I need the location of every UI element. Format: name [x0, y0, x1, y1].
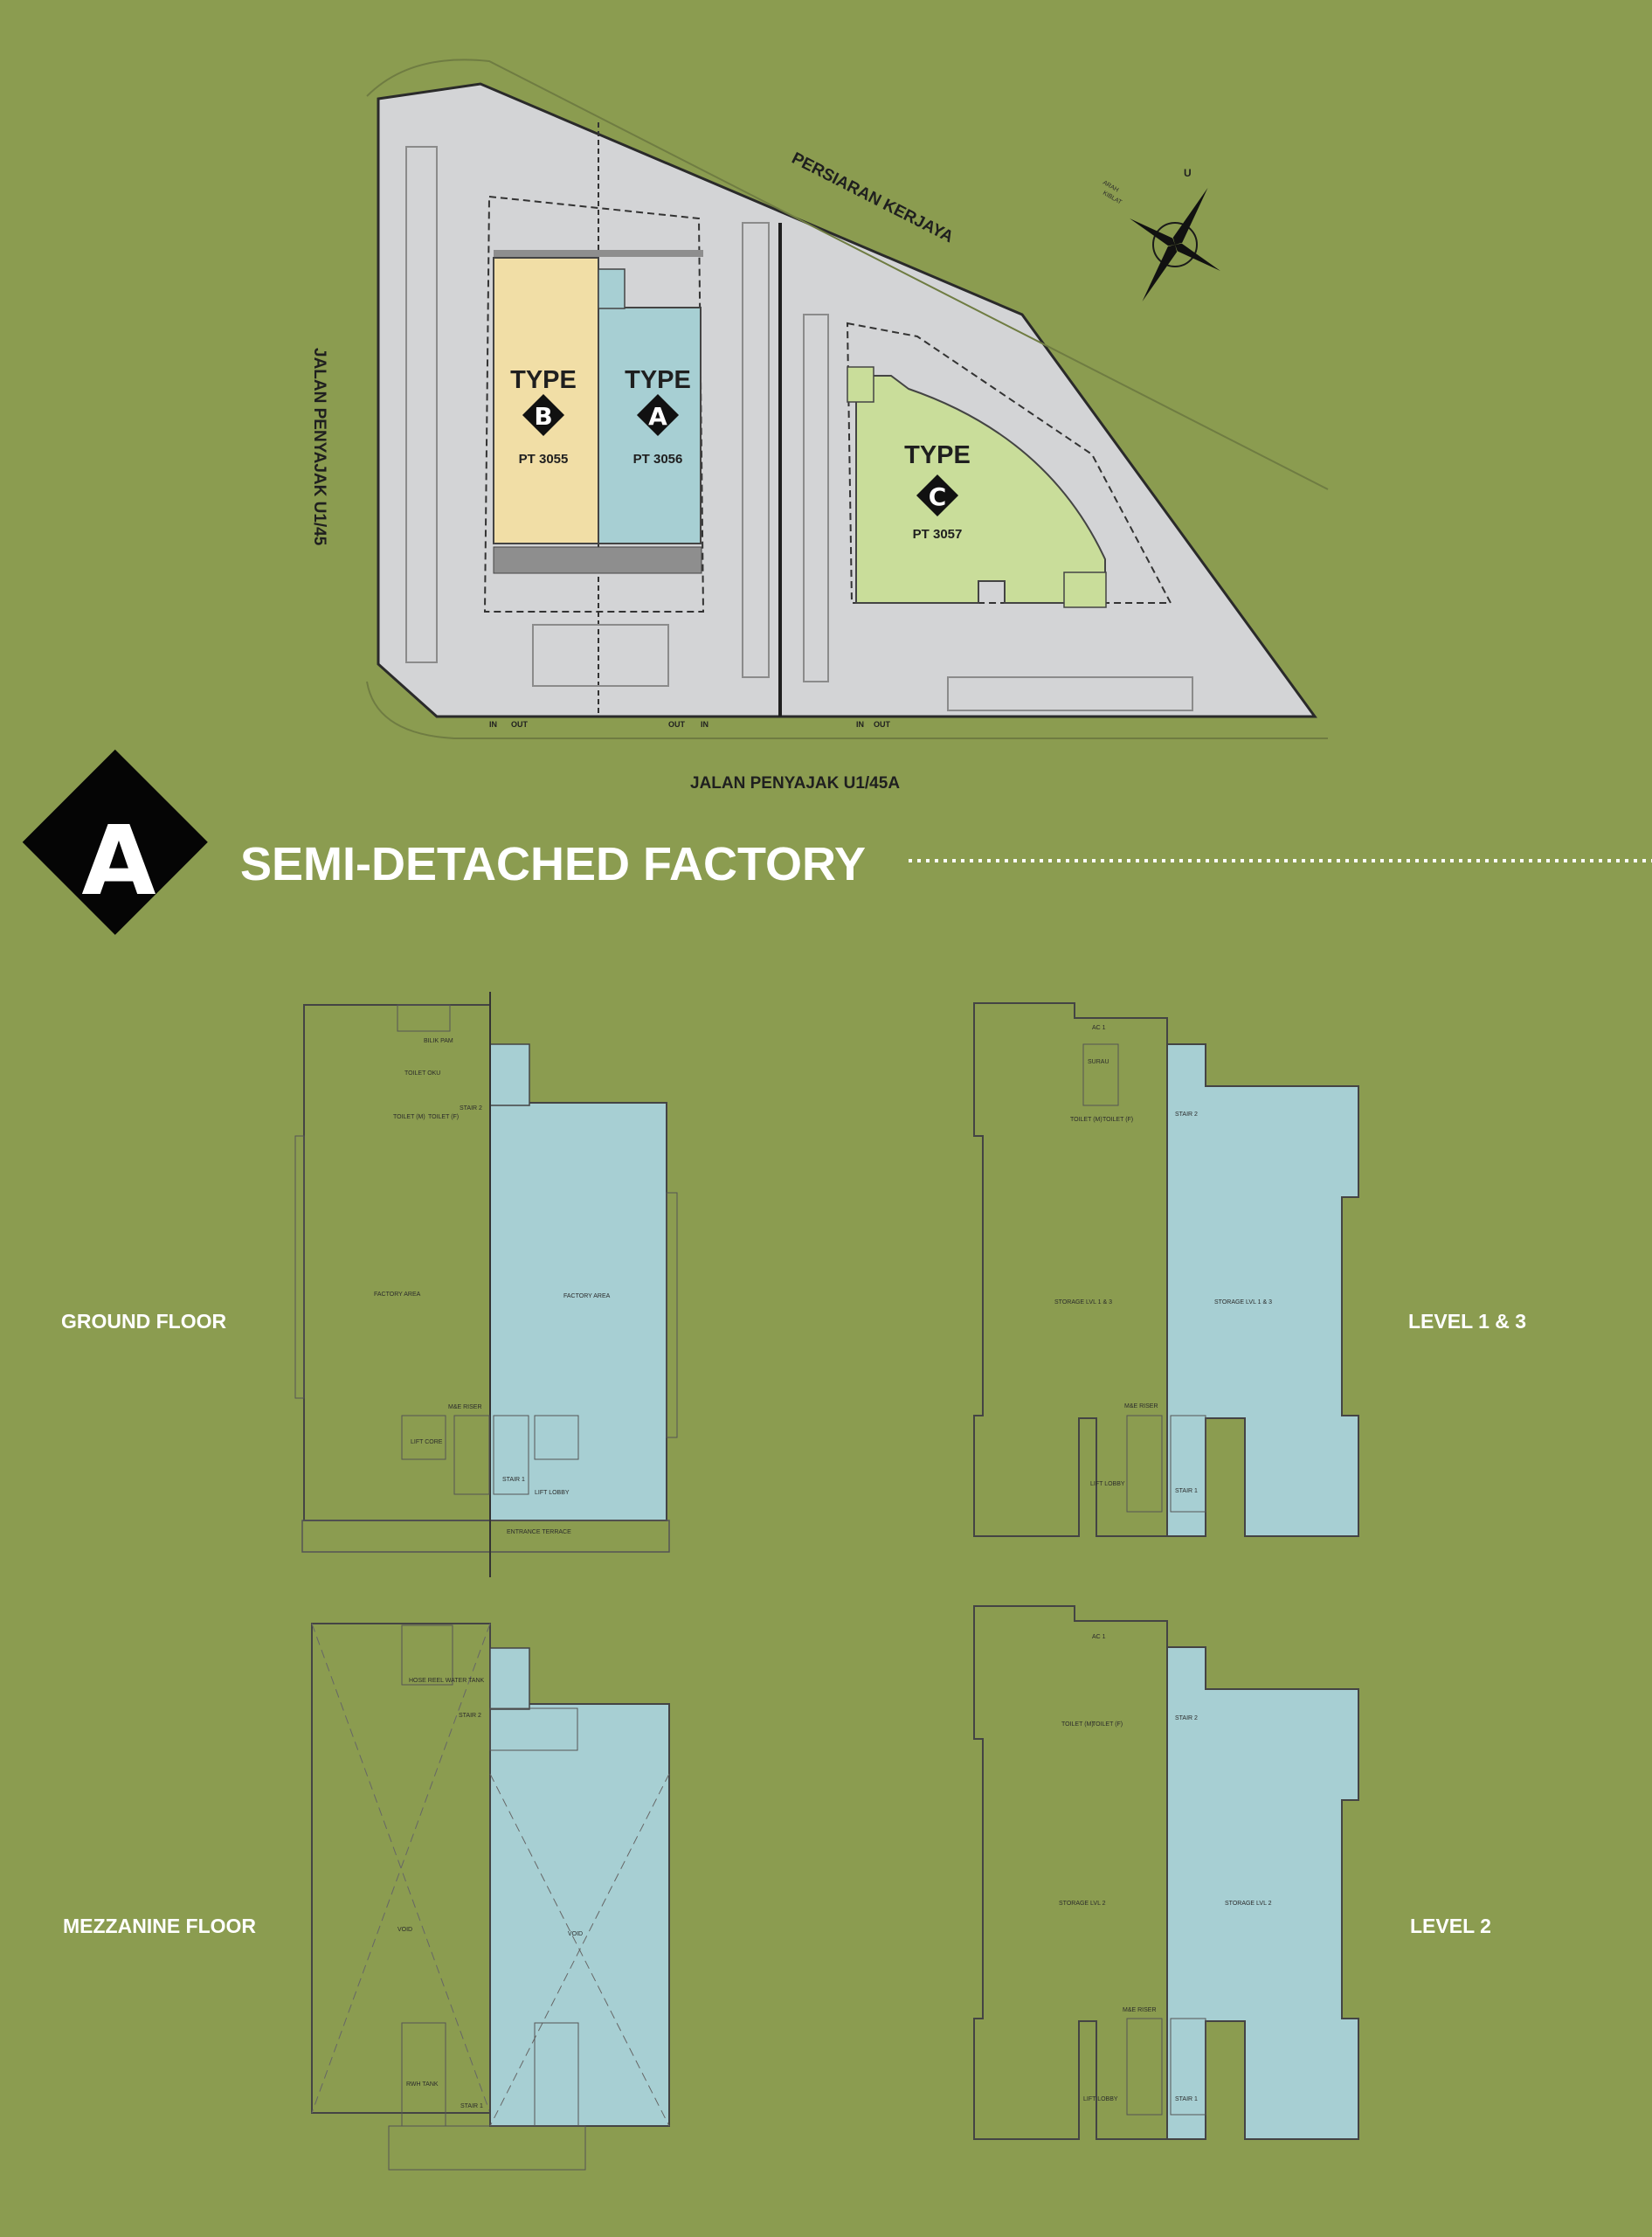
gate-in-2: IN — [701, 720, 708, 729]
room-label: ENTRANCE TERRACE — [507, 1529, 571, 1535]
room-label: STAIR 2 — [460, 1105, 482, 1112]
room-label: STORAGE LVL 1 & 3 — [1054, 1299, 1112, 1305]
ground-floor-plan: BILIK PAM TOILET OKU STAIR 2 TOILET (M) … — [61, 992, 678, 1577]
room-label: M&E RISER — [448, 1404, 482, 1410]
room-label: STORAGE LVL 1 & 3 — [1214, 1299, 1272, 1305]
type-b-word: TYPE — [510, 366, 577, 394]
room-label: LIFT LOBBY — [1083, 2096, 1118, 2102]
gate-out-1: OUT — [511, 720, 529, 729]
room-label: LIFT LOBBY — [535, 1490, 570, 1496]
room-label: M&E RISER — [1124, 1403, 1158, 1409]
room-label: BILIK PAM — [424, 1038, 453, 1044]
type-a-letter: A — [648, 402, 667, 431]
compass-north: U — [1184, 167, 1192, 179]
room-label: STORAGE LVL 2 — [1059, 1901, 1106, 1907]
north-arrow-icon: U ARAH KIBLAT — [1102, 167, 1220, 301]
gate-in-1: IN — [489, 720, 497, 729]
room-label: AC 1 — [1092, 1025, 1106, 1031]
room-label: STAIR 1 — [1175, 2096, 1198, 2102]
room-label: TOILET (F) — [1102, 1117, 1133, 1123]
room-label: FACTORY AREA — [563, 1293, 611, 1299]
room-label: HOSE REEL WATER TANK — [409, 1678, 485, 1684]
ground-floor-label: GROUND FLOOR — [61, 1310, 226, 1333]
type-c-lot: PT 3057 — [913, 527, 963, 542]
section-title: SEMI-DETACHED FACTORY — [240, 838, 866, 890]
level-2-plan: AC 1 STAIR 2 TOILET (M) TOILET (F) STORA… — [973, 1605, 1491, 2140]
room-label: VOID — [397, 1927, 412, 1933]
room-label: TOILET OKU — [404, 1070, 440, 1077]
gate-in-3: IN — [856, 720, 864, 729]
level-1-3-plan: AC 1 SURAU STAIR 2 TOILET (M) TOILET (F)… — [973, 1002, 1526, 1537]
room-label: TOILET (F) — [428, 1114, 459, 1120]
room-label: AC 1 — [1092, 1634, 1106, 1640]
room-label: STAIR 1 — [460, 2103, 483, 2109]
road-jalan-penyajak-u1-45: JALAN PENYAJAK U1/45 — [310, 348, 328, 546]
room-label: STAIR 2 — [1175, 1715, 1198, 1721]
room-label: STAIR 2 — [1175, 1112, 1198, 1118]
type-b-lot: PT 3055 — [519, 452, 569, 467]
type-c-word: TYPE — [904, 441, 971, 469]
room-label: TOILET (M) — [1061, 1721, 1094, 1728]
room-label: STAIR 1 — [1175, 1488, 1198, 1494]
gate-out-2: OUT — [668, 720, 686, 729]
room-label: STAIR 1 — [502, 1477, 525, 1483]
room-label: LIFT CORE — [411, 1439, 443, 1445]
mezzanine-floor-label: MEZZANINE FLOOR — [63, 1915, 256, 1937]
room-label: M&E RISER — [1123, 2007, 1157, 2013]
room-label: STAIR 2 — [459, 1713, 481, 1719]
room-label: TOILET (F) — [1092, 1721, 1123, 1728]
level-1-3-label: LEVEL 1 & 3 — [1408, 1310, 1526, 1333]
type-a-word: TYPE — [625, 366, 691, 394]
road-jalan-penyajak-u1-45a: JALAN PENYAJAK U1/45A — [690, 774, 900, 793]
type-b-letter: B — [534, 402, 552, 431]
room-label: LIFT LOBBY — [1090, 1481, 1125, 1487]
type-a-lot: PT 3056 — [633, 452, 683, 467]
room-label: KIBLAT — [1102, 190, 1123, 206]
room-label: TOILET (M) — [393, 1114, 425, 1120]
room-label: VOID — [568, 1931, 583, 1937]
room-label: FACTORY AREA — [374, 1292, 421, 1298]
type-c-letter: C — [929, 482, 947, 511]
room-label: STORAGE LVL 2 — [1225, 1901, 1272, 1907]
room-label: RWH TANK — [406, 2081, 439, 2088]
level-2-label: LEVEL 2 — [1410, 1915, 1491, 1937]
section-badge-letter: A — [81, 805, 156, 917]
lot-type-c — [855, 375, 1106, 604]
gate-out-3: OUT — [874, 720, 891, 729]
room-label: TOILET (M) — [1070, 1117, 1102, 1123]
mezzanine-floor-plan: HOSE REEL WATER TANK STAIR 2 VOID VOID R… — [63, 1623, 670, 2171]
room-label: SURAU — [1088, 1059, 1109, 1065]
site-plan: TYPE B PT 3055 TYPE A PT 3056 TYPE C PT … — [310, 59, 1329, 793]
